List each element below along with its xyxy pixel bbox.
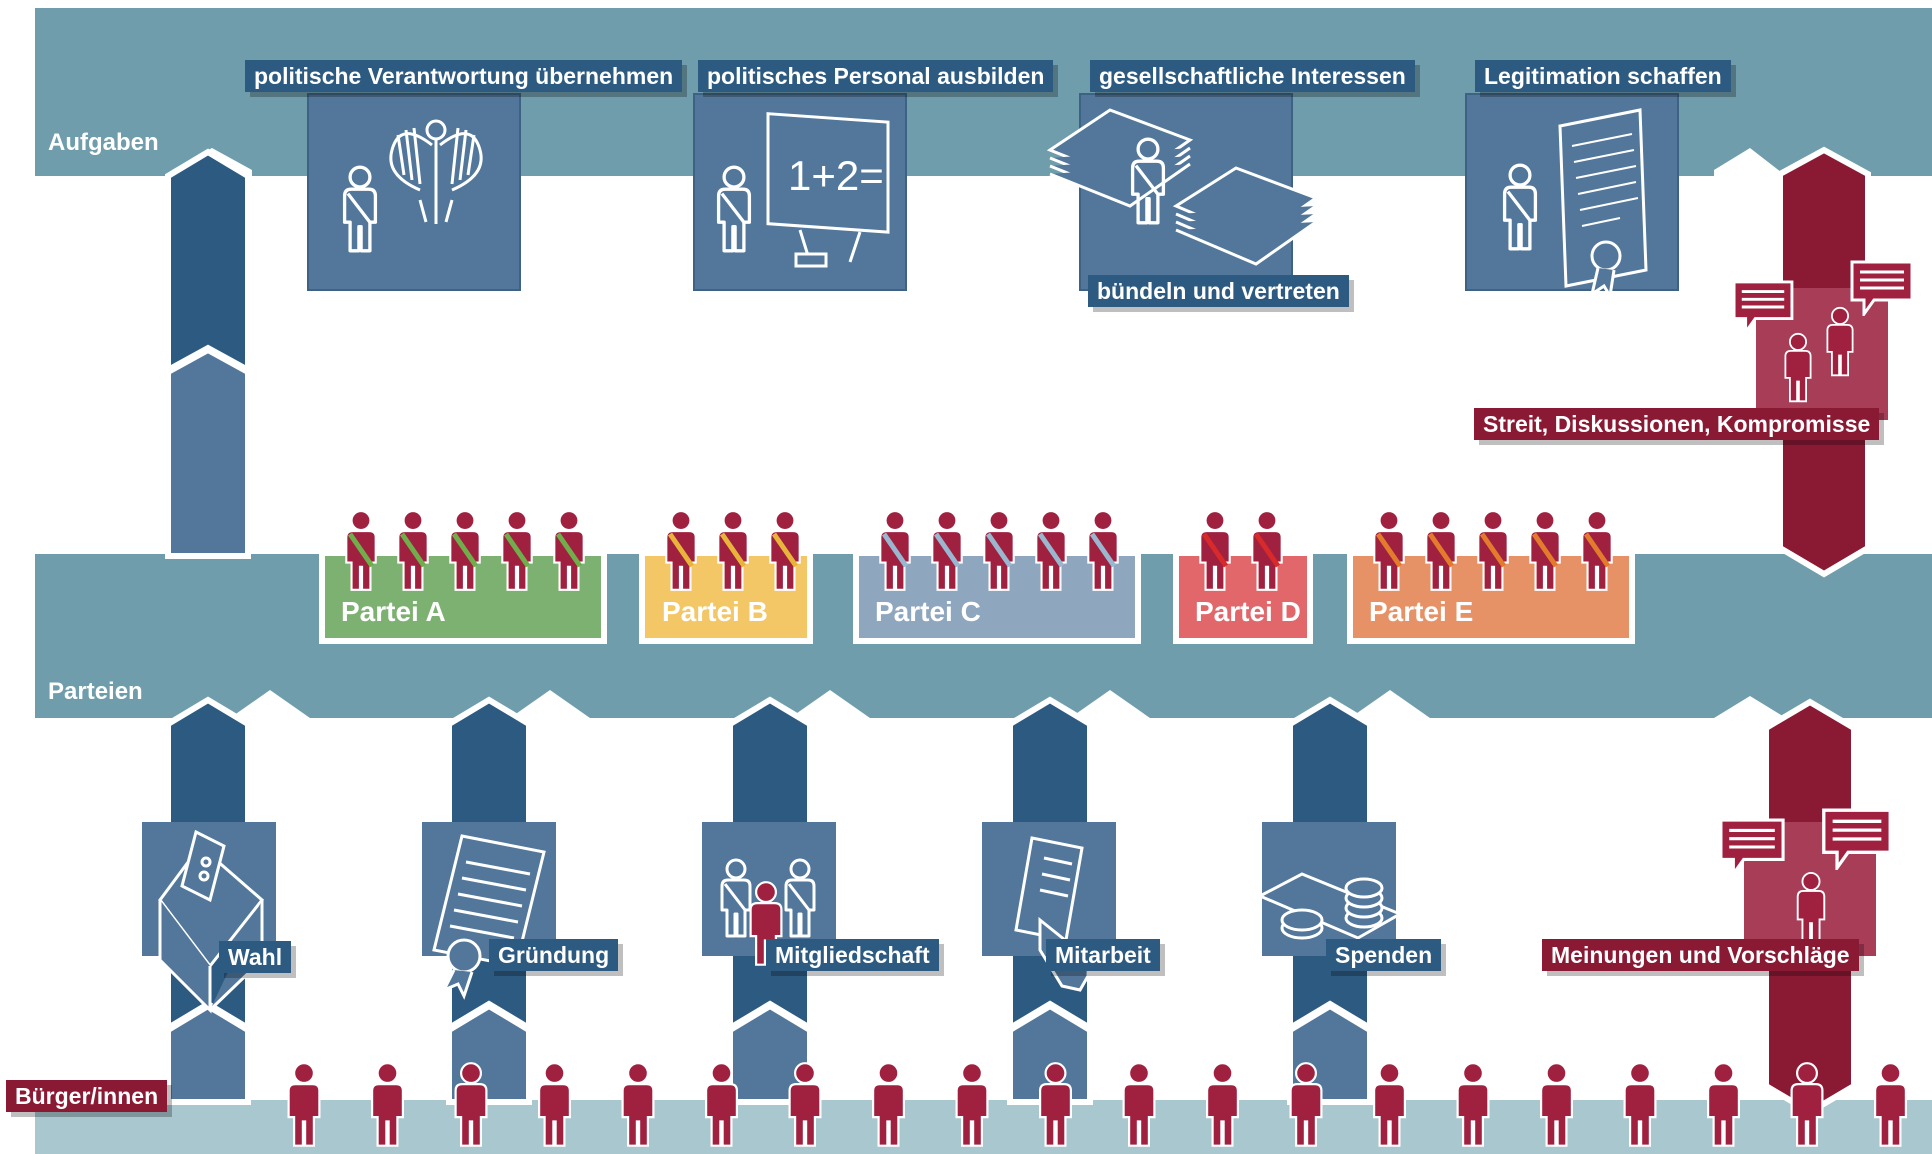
citizen bbox=[537, 1062, 572, 1147]
citizen bbox=[1873, 1062, 1908, 1147]
party-name-d: Partei D bbox=[1195, 596, 1301, 627]
party-sash bbox=[555, 532, 583, 568]
party-sash bbox=[503, 532, 531, 568]
party-sash bbox=[933, 532, 961, 568]
task-label-1: politische Verantwortung übernehmen bbox=[245, 60, 683, 92]
party-sash bbox=[719, 532, 747, 568]
party-sash bbox=[1531, 532, 1559, 568]
party-member bbox=[501, 510, 533, 591]
citizens-row-label: Bürger/innen bbox=[6, 1080, 168, 1112]
party-member bbox=[1529, 510, 1561, 591]
papers-icon bbox=[1046, 108, 1320, 266]
citizen bbox=[1539, 1062, 1574, 1147]
citizen bbox=[287, 1062, 321, 1147]
party-member bbox=[879, 510, 911, 591]
party-member bbox=[983, 510, 1015, 591]
task-label-3b: bündeln und vertreten bbox=[1088, 275, 1349, 307]
party-name-a: Partei A bbox=[341, 596, 446, 627]
party-sash bbox=[1089, 532, 1117, 568]
party-member bbox=[345, 510, 377, 591]
citizen bbox=[955, 1062, 989, 1147]
party-member bbox=[397, 510, 429, 591]
party-boxes bbox=[319, 510, 1635, 644]
party-member bbox=[769, 510, 801, 591]
party-member bbox=[1199, 510, 1231, 591]
citizen bbox=[1372, 1062, 1407, 1147]
task-label-3: gesellschaftliche Interessen bbox=[1090, 60, 1415, 92]
debate-arrow-group bbox=[1756, 146, 1888, 578]
party-sash bbox=[1375, 532, 1403, 568]
left-arrow-upper bbox=[165, 148, 251, 376]
party-sash bbox=[985, 532, 1013, 568]
citizen bbox=[1623, 1062, 1657, 1147]
party-sash bbox=[1427, 532, 1455, 568]
board-text: 1+2= bbox=[788, 152, 884, 199]
party-sash bbox=[1037, 532, 1065, 568]
party-name-b: Partei B bbox=[662, 596, 768, 627]
party-member bbox=[1581, 510, 1613, 591]
party-member bbox=[665, 510, 697, 591]
tasks-row-label: Aufgaben bbox=[48, 129, 159, 156]
money-icon bbox=[1256, 872, 1404, 940]
party-sash bbox=[399, 532, 427, 568]
eagle-icon bbox=[345, 119, 483, 251]
citizen bbox=[1205, 1062, 1240, 1147]
participation-label-meinungen: Meinungen und Vorschläge bbox=[1542, 939, 1859, 971]
participation-label-wahl: Wahl bbox=[219, 941, 292, 973]
citizen bbox=[1706, 1062, 1741, 1147]
parties-row-label: Parteien bbox=[48, 678, 143, 705]
citizen bbox=[1122, 1062, 1156, 1147]
party-sash bbox=[667, 532, 695, 568]
party-sash bbox=[347, 532, 375, 568]
party-member bbox=[1373, 510, 1405, 591]
party-member bbox=[717, 510, 749, 591]
opinions-arrow-group bbox=[1719, 698, 1890, 1116]
party-sash bbox=[771, 532, 799, 568]
blackboard-icon: 1+2= bbox=[719, 112, 890, 268]
party-member bbox=[1251, 510, 1283, 591]
founding-document-icon bbox=[432, 834, 546, 1000]
participation-label-mitgliedschaft: Mitgliedschaft bbox=[766, 939, 939, 971]
party-member bbox=[1477, 510, 1509, 591]
party-name-c: Partei C bbox=[875, 596, 981, 627]
task-label-2: politisches Personal ausbilden bbox=[698, 60, 1054, 92]
party-sash bbox=[1583, 532, 1611, 568]
citizen bbox=[871, 1062, 906, 1147]
citizen bbox=[1456, 1062, 1490, 1147]
party-member bbox=[1035, 510, 1067, 591]
party-member bbox=[449, 510, 481, 591]
left-arrow-lower bbox=[165, 346, 251, 559]
party-sash bbox=[451, 532, 479, 568]
task-box-1 bbox=[307, 93, 521, 291]
party-sash bbox=[1479, 532, 1507, 568]
party-member bbox=[553, 510, 585, 591]
citizen bbox=[621, 1062, 655, 1147]
party-box-d bbox=[1173, 550, 1313, 644]
participation-label-spenden: Spenden bbox=[1326, 939, 1442, 971]
debate-label: Streit, Diskussionen, Kompromisse bbox=[1474, 408, 1880, 440]
party-sash bbox=[1253, 532, 1281, 568]
party-member bbox=[1087, 510, 1119, 591]
participation-label-gruendung: Gründung bbox=[489, 939, 619, 971]
citizen bbox=[370, 1062, 405, 1147]
party-member bbox=[1425, 510, 1457, 591]
participation-label-mitarbeit: Mitarbeit bbox=[1046, 939, 1160, 971]
party-name-e: Partei E bbox=[1369, 596, 1474, 627]
task-label-4: Legitimation schaffen bbox=[1475, 60, 1731, 92]
left-task-arrows bbox=[165, 148, 251, 559]
party-sash bbox=[1201, 532, 1229, 568]
party-sash bbox=[881, 532, 909, 568]
certificate-icon bbox=[1505, 108, 1648, 301]
party-member bbox=[931, 510, 963, 591]
